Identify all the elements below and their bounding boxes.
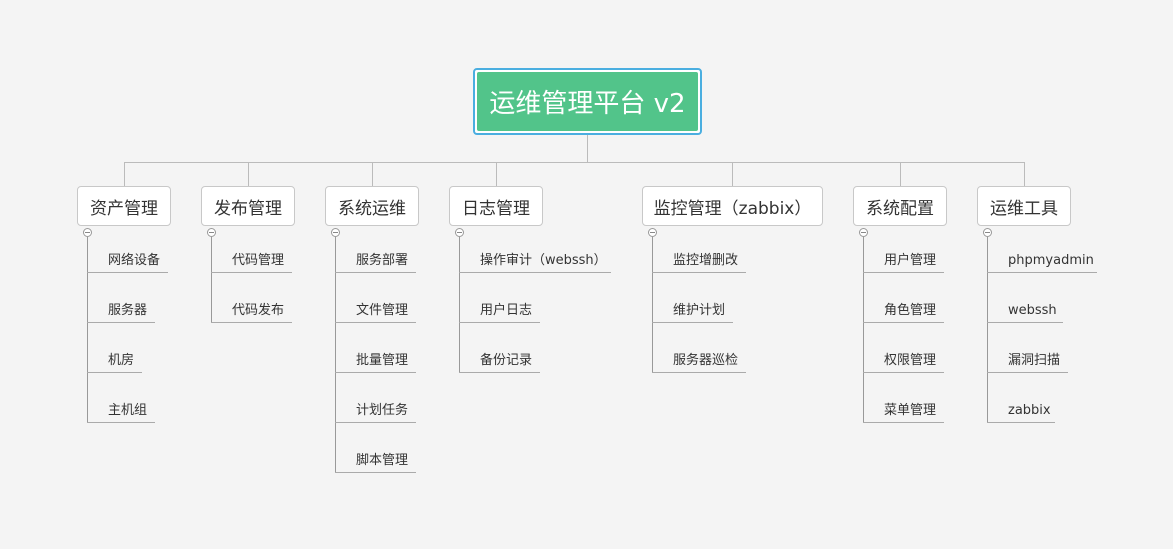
leaf-node[interactable]: 网络设备 <box>87 249 168 273</box>
root-node[interactable]: 运维管理平台 v2 <box>473 68 702 135</box>
leaf-node[interactable]: 角色管理 <box>863 299 944 323</box>
collapse-toggle-icon[interactable] <box>983 228 992 237</box>
branch-drop-line <box>248 162 249 186</box>
leaf-node[interactable]: 机房 <box>87 349 142 373</box>
collapse-toggle-icon[interactable] <box>648 228 657 237</box>
leaf-node[interactable]: 权限管理 <box>863 349 944 373</box>
leaf-node[interactable]: 服务器巡检 <box>652 349 746 373</box>
branch-node-release-management[interactable]: 发布管理 <box>201 186 295 226</box>
branch-node-system-ops[interactable]: 系统运维 <box>325 186 419 226</box>
leaf-node[interactable]: 操作审计（webssh） <box>459 249 611 273</box>
leaf-node[interactable]: 批量管理 <box>335 349 416 373</box>
root-node-title: 运维管理平台 v2 <box>477 72 698 131</box>
leaf-node[interactable]: webssh <box>987 299 1063 323</box>
leaf-node[interactable]: 维护计划 <box>652 299 733 323</box>
leaf-node[interactable]: 计划任务 <box>335 399 416 423</box>
branch-drop-line <box>1024 162 1025 186</box>
leaf-connector <box>987 237 988 423</box>
leaf-connector <box>211 237 212 323</box>
collapse-toggle-icon[interactable] <box>455 228 464 237</box>
leaf-node[interactable]: 菜单管理 <box>863 399 944 423</box>
branch-drop-line <box>124 162 125 186</box>
leaf-node[interactable]: 漏洞扫描 <box>987 349 1068 373</box>
branch-drop-line <box>372 162 373 186</box>
branch-bus-line <box>124 162 1024 163</box>
leaf-connector <box>652 237 653 373</box>
leaf-node[interactable]: 监控增删改 <box>652 249 746 273</box>
branch-node-log-management[interactable]: 日志管理 <box>449 186 543 226</box>
collapse-toggle-icon[interactable] <box>859 228 868 237</box>
branch-drop-line <box>732 162 733 186</box>
leaf-node[interactable]: zabbix <box>987 399 1055 423</box>
leaf-node[interactable]: phpmyadmin <box>987 249 1097 273</box>
leaf-connector <box>863 237 864 423</box>
branch-node-monitoring-management[interactable]: 监控管理（zabbix） <box>642 186 823 226</box>
leaf-connector <box>335 237 336 473</box>
collapse-toggle-icon[interactable] <box>331 228 340 237</box>
leaf-node[interactable]: 用户日志 <box>459 299 540 323</box>
leaf-node[interactable]: 代码管理 <box>211 249 292 273</box>
leaf-node[interactable]: 备份记录 <box>459 349 540 373</box>
branch-node-asset-management[interactable]: 资产管理 <box>77 186 171 226</box>
collapse-toggle-icon[interactable] <box>207 228 216 237</box>
collapse-toggle-icon[interactable] <box>83 228 92 237</box>
leaf-node[interactable]: 脚本管理 <box>335 449 416 473</box>
leaf-node[interactable]: 服务器 <box>87 299 155 323</box>
branch-node-ops-tools[interactable]: 运维工具 <box>977 186 1071 226</box>
leaf-node[interactable]: 文件管理 <box>335 299 416 323</box>
branch-drop-line <box>496 162 497 186</box>
branch-drop-line <box>900 162 901 186</box>
leaf-connector <box>87 237 88 423</box>
leaf-node[interactable]: 主机组 <box>87 399 155 423</box>
root-connector <box>587 135 588 162</box>
leaf-node[interactable]: 服务部署 <box>335 249 416 273</box>
branch-node-system-config[interactable]: 系统配置 <box>853 186 947 226</box>
leaf-node[interactable]: 代码发布 <box>211 299 292 323</box>
leaf-node[interactable]: 用户管理 <box>863 249 944 273</box>
leaf-connector <box>459 237 460 373</box>
